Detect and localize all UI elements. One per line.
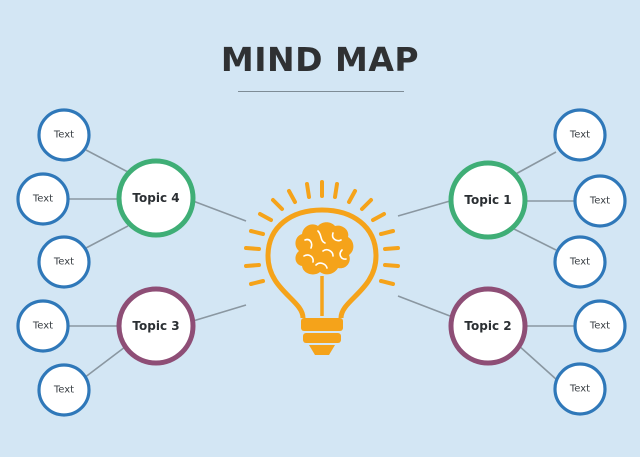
topic-label: Topic 2 bbox=[464, 319, 511, 333]
bulb-tip bbox=[309, 345, 335, 355]
title-underline bbox=[238, 91, 404, 92]
topic-node-1: Topic 1 bbox=[448, 160, 528, 240]
topic-label: Topic 4 bbox=[132, 191, 179, 205]
leaf-node-topic-3-1: Text bbox=[16, 299, 70, 353]
leaf-label: Text bbox=[53, 385, 74, 396]
connector-topic-3-leaf-2 bbox=[83, 346, 126, 379]
leaf-node-topic-4-2: Text bbox=[16, 172, 70, 226]
light-rays bbox=[244, 180, 400, 286]
connector-topic-2-leaf-2 bbox=[517, 344, 558, 381]
leaf-label: Text bbox=[589, 196, 610, 207]
connector-hub-topic-4 bbox=[192, 200, 247, 222]
leaf-node-topic-3-2: Text bbox=[37, 363, 91, 417]
topic-node-4: Topic 4 bbox=[116, 158, 196, 238]
connector-topic-4-leaf-3 bbox=[85, 225, 129, 249]
connector-hub-topic-1 bbox=[397, 200, 451, 217]
connector-hub-topic-3 bbox=[192, 304, 247, 322]
leaf-node-topic-4-3: Text bbox=[37, 235, 91, 289]
topic-label: Topic 3 bbox=[132, 319, 179, 333]
leaf-node-topic-2-2: Text bbox=[553, 362, 607, 416]
lightbulb-brain-icon bbox=[244, 180, 400, 355]
leaf-label: Text bbox=[53, 130, 74, 141]
leaf-node-topic-1-3: Text bbox=[553, 235, 607, 289]
leaf-node-topic-1-2: Text bbox=[573, 174, 627, 228]
leaf-label: Text bbox=[569, 130, 590, 141]
leaf-label: Text bbox=[32, 321, 53, 332]
connector-hub-topic-2 bbox=[397, 295, 451, 317]
topic-node-2: Topic 2 bbox=[448, 286, 528, 366]
brain-icon bbox=[295, 222, 354, 275]
connector-topic-1-leaf-1 bbox=[511, 151, 557, 177]
bulb-base bbox=[301, 318, 343, 331]
leaf-label: Text bbox=[569, 257, 590, 268]
leaf-node-topic-1-1: Text bbox=[553, 108, 607, 162]
connector-topic-4-leaf-1 bbox=[85, 149, 129, 173]
leaf-node-topic-2-1: Text bbox=[573, 299, 627, 353]
leaf-label: Text bbox=[589, 321, 610, 332]
page-title: MIND MAP bbox=[220, 40, 420, 79]
leaf-label: Text bbox=[569, 384, 590, 395]
connector-topic-1-leaf-3 bbox=[511, 227, 557, 251]
leaf-label: Text bbox=[53, 257, 74, 268]
bulb-outline bbox=[265, 207, 379, 319]
topic-node-3: Topic 3 bbox=[116, 286, 196, 366]
topic-label: Topic 1 bbox=[464, 193, 511, 207]
leaf-node-topic-4-1: Text bbox=[37, 108, 91, 162]
bulb-base-ring bbox=[303, 333, 341, 343]
leaf-label: Text bbox=[32, 194, 53, 205]
